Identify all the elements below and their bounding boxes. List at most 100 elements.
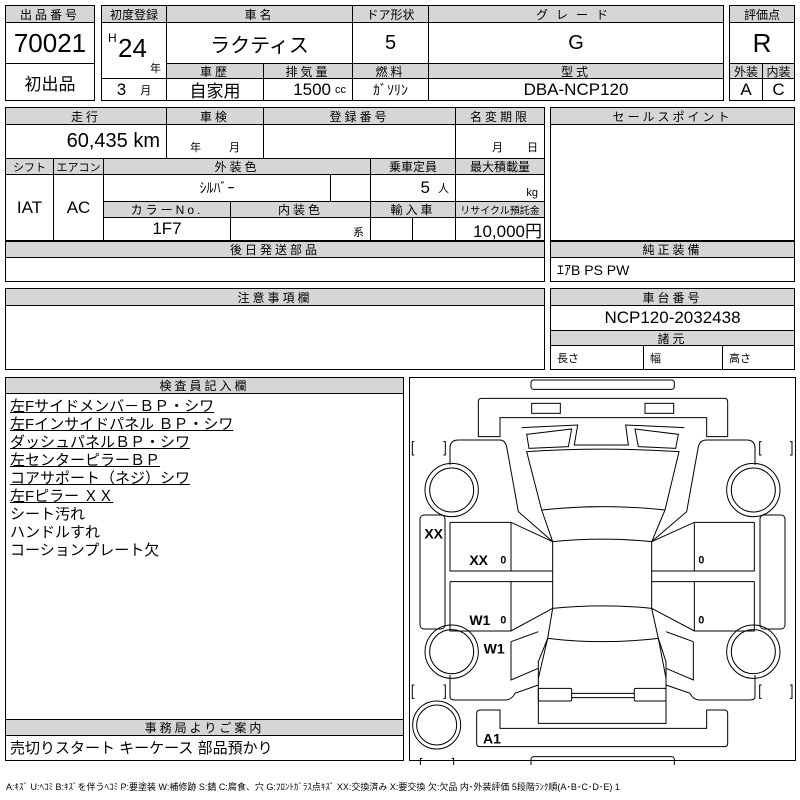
score-header: 評価点	[729, 5, 795, 23]
first-reg-year-cell: H 24 年	[101, 22, 167, 79]
ext-color-blank	[330, 174, 371, 202]
inspector-line: ハンドルすれ	[10, 524, 101, 541]
inspector-line: シート汚れ	[10, 506, 86, 523]
front-fenders	[458, 439, 747, 543]
mark-left-rear-door: W1	[469, 612, 490, 628]
equipment-header: 純正装備	[550, 241, 795, 258]
wheel-fr-outer	[726, 462, 781, 518]
int-color-value: 系	[230, 217, 371, 241]
ext-color-value: ｼﾙﾊﾞｰ	[103, 174, 331, 202]
inspector-line: 左Fインサイドパネル ＢＰ・シワ	[10, 416, 234, 433]
model-header: 型式	[428, 63, 724, 79]
history-value: 自家用	[166, 78, 264, 101]
int-color-header: 内装色	[230, 201, 371, 218]
wheel-rl-inner	[429, 629, 475, 675]
first-reg-month-cell: 3 月	[101, 78, 167, 101]
model-value: DBA-NCP120	[428, 78, 724, 101]
lot-header: 出品番号	[5, 5, 95, 23]
rear-window	[537, 637, 667, 679]
reg-number-header: 登録番号	[263, 107, 456, 125]
displacement-header: 排気量	[263, 63, 353, 79]
inspection-month-unit: 月	[229, 142, 240, 154]
name-change-date: 月日	[455, 124, 545, 159]
inspector-line: コーションプレート欠	[10, 542, 160, 559]
reg-month: 3	[116, 79, 127, 99]
wheel-fr-inner	[730, 467, 776, 513]
rear-fenders	[449, 675, 756, 701]
sales-point-body	[550, 124, 795, 241]
lot-number: 70021	[5, 22, 95, 64]
mark-rear-bumper: A1	[483, 730, 501, 746]
chassis-header: 車台番号	[550, 288, 795, 306]
headlight-right	[644, 402, 675, 414]
taillight-left	[537, 687, 573, 702]
fuel-value: ｶﾞｿﾘﾝ	[352, 78, 429, 101]
capacity-value: 5	[420, 178, 430, 197]
inspector-line: ダッシュパネルＢＰ・シワ	[10, 434, 191, 451]
spec-width: 幅	[643, 345, 723, 370]
wheel-rr-outer	[726, 624, 781, 679]
import-header: 輸入車	[370, 201, 456, 218]
rear-garnish	[571, 692, 635, 699]
car-diagram: XX XX 0 0 W1 0 0 W1 A1	[411, 379, 793, 765]
ext-score-header: 外装	[729, 63, 763, 79]
reg-year: 24	[118, 33, 147, 63]
mileage-value: 60,435 km	[5, 124, 167, 159]
reg-number-value	[263, 124, 456, 159]
month-unit: 月	[492, 142, 503, 154]
displacement-value: 1500	[293, 79, 331, 99]
int-score-header: 内装	[762, 63, 795, 79]
fender-tops	[526, 428, 679, 449]
mark-right-rear-door-o: 0	[698, 614, 704, 626]
mileage-header: 走行	[5, 107, 167, 125]
month-unit: 月	[140, 84, 152, 97]
spare-wheel-outer	[412, 700, 462, 750]
front-bumper-shape	[530, 379, 675, 390]
rear-bumper-bottom	[530, 756, 675, 765]
windshield-shape	[526, 448, 680, 511]
doors-value: 5	[352, 22, 429, 64]
year-unit: 年	[150, 63, 161, 75]
inspector-line: 左Fピラー ＸＸ	[10, 488, 114, 505]
later-parts-header: 後日発送部品	[5, 241, 545, 258]
car-name-header: 車名	[166, 5, 353, 23]
shift-header: シフト	[5, 158, 54, 175]
a-pillars	[541, 509, 666, 543]
era: H	[108, 31, 117, 45]
rear-body	[537, 608, 667, 724]
max-load-value: kg	[455, 174, 545, 202]
mark-right-front-door-o: 0	[698, 554, 704, 566]
wheel-fl-inner	[429, 467, 475, 513]
left-sill	[419, 514, 446, 630]
right-doors	[651, 521, 755, 632]
recycle-header: リサイクル預託金	[455, 201, 545, 218]
displacement-cell: 1500 cc	[263, 78, 353, 101]
inspector-line: 左Fサイドメンバ－ＢＰ・シワ	[10, 398, 215, 415]
displacement-unit: cc	[335, 83, 346, 96]
car-diagram-frame	[409, 377, 796, 761]
office-text: 売切りスタート キーケース 部品預かり	[10, 740, 273, 757]
mark-left-rear-fender: W1	[484, 640, 505, 656]
fender-edges	[449, 439, 756, 465]
inspection-date: 年月	[166, 124, 264, 159]
aircon-value: AC	[53, 174, 104, 241]
later-parts-body	[5, 257, 545, 282]
rear-bumper-shape	[476, 709, 729, 748]
capacity-unit: 人	[438, 183, 449, 195]
lot-status: 初出品	[5, 63, 95, 101]
rear-quarter-windows	[510, 631, 694, 681]
inspector-header: 検査員記入欄	[5, 377, 404, 394]
car-name: ラクティス	[166, 22, 353, 64]
wheel-rl-outer	[424, 624, 479, 679]
taillight-right	[633, 687, 667, 702]
fuel-header: 燃料	[352, 63, 429, 79]
aircon-header: エアコン	[53, 158, 104, 175]
inspection-year-unit: 年	[190, 142, 201, 154]
shift-value: IAT	[5, 174, 54, 241]
doors-header: ドア形状	[352, 5, 429, 23]
grade-header: グレード	[428, 5, 724, 23]
capacity-header: 乗車定員	[370, 158, 456, 175]
grade-value: G	[428, 22, 724, 64]
front-panel-shape	[477, 397, 729, 438]
import-cell-2	[412, 217, 456, 241]
